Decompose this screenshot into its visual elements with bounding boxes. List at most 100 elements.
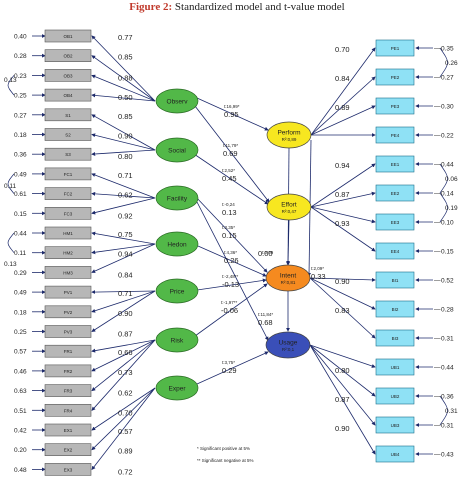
- error-value: 0.40: [14, 34, 27, 41]
- t-value: t:-1,97**: [221, 300, 238, 305]
- construct-label: Observ: [167, 99, 189, 106]
- footnote-negative: ** Significant negative at 5%: [197, 458, 254, 463]
- loading-arrow: [91, 231, 156, 245]
- indicator-box-fc1: [44, 167, 92, 181]
- loading-value: 0.87: [335, 395, 350, 404]
- error-dash: —: [434, 423, 441, 430]
- indicator-label: PE2: [391, 75, 400, 80]
- construct-label: Facility: [167, 196, 188, 203]
- loading-value: 0.70: [118, 408, 133, 417]
- construct-label: Risk: [171, 338, 184, 345]
- indicator-label: BI1: [392, 278, 399, 283]
- construct-label: Effort: [281, 202, 297, 209]
- loading-value: 0.70: [335, 45, 350, 54]
- error-value: 0.10: [441, 220, 454, 227]
- construct-effort: [266, 193, 312, 221]
- loading-arrow: [91, 339, 156, 353]
- indicator-label: EE3: [391, 220, 400, 225]
- construct-label: Intent: [280, 273, 296, 280]
- loading-arrow: [91, 93, 156, 102]
- indicator-label: BI2: [392, 307, 399, 312]
- loading-value: 0.85: [118, 53, 133, 62]
- loading-arrow: [91, 290, 156, 313]
- loading-value: 0.62: [118, 191, 133, 200]
- loading-value: 0.57: [118, 427, 133, 436]
- error-value: 0.51: [14, 408, 27, 415]
- indicator-label: PE3: [391, 104, 400, 109]
- indicator-label: EX3: [64, 467, 73, 472]
- loading-arrow: [310, 191, 376, 208]
- indicator-box-ob4: [44, 88, 92, 102]
- loading-value: 0.83: [335, 306, 350, 315]
- construct-social: [155, 137, 199, 163]
- construct-hedon: [155, 231, 199, 257]
- t-value: t:16,99*: [224, 104, 240, 109]
- indicator-label: PE4: [391, 133, 400, 138]
- path-coefficient: 0.29: [222, 366, 237, 375]
- indicator-label: PV2: [64, 310, 73, 315]
- loading-arrow: [310, 76, 376, 136]
- covariance-arc: [7, 75, 15, 96]
- indicator-label: OB3: [63, 73, 73, 78]
- covariance-value: 0.11: [4, 183, 17, 190]
- indicator-box-ob2: [44, 49, 92, 63]
- indicator-box-bi3: [375, 329, 415, 347]
- loading-arrow: [91, 339, 156, 411]
- error-value: 0.28: [14, 53, 27, 60]
- loading-value: 0.87: [335, 190, 350, 199]
- indicator-label: FC1: [64, 172, 73, 177]
- covariance-value: 0.31: [445, 408, 458, 415]
- path-coefficient: 0.95: [224, 110, 239, 119]
- indicator-label: FC3: [64, 211, 73, 216]
- indicator-label: PV1: [64, 290, 73, 295]
- indicator-label: FR3: [64, 389, 73, 394]
- loading-arrow: [310, 105, 376, 136]
- loading-value: 0.80: [118, 152, 133, 161]
- error-dash: —: [434, 452, 441, 459]
- error-dash: —: [434, 307, 441, 314]
- construct-label: Hedon: [167, 242, 187, 249]
- error-value: 0.63: [14, 388, 27, 395]
- error-dash: —: [434, 104, 441, 111]
- error-value: 0.18: [14, 132, 27, 139]
- loading-arrow: [91, 243, 156, 255]
- loading-value: 0.90: [118, 132, 133, 141]
- indicator-label: OB2: [63, 54, 73, 59]
- loading-value: 0.71: [118, 171, 133, 180]
- construct-label: Price: [170, 289, 185, 296]
- indicator-box-ee4: [375, 242, 415, 260]
- t-value: t:-2,48**: [222, 274, 239, 279]
- figure-number: Figure 2:: [129, 1, 173, 13]
- loading-value: 0.80: [335, 366, 350, 375]
- indicator-box-pe4: [375, 126, 415, 144]
- construct-observ: [155, 88, 199, 114]
- indicator-box-pe2: [375, 68, 415, 86]
- path-coefficient: 0.68: [258, 318, 273, 327]
- indicator-label: HM2: [63, 251, 73, 256]
- error-value: 0.42: [14, 428, 27, 435]
- error-value: 0.31: [441, 423, 454, 430]
- t-value: t:4,36*: [224, 250, 237, 255]
- indicator-box-ex3: [44, 463, 92, 476]
- loading-arrow: [91, 173, 156, 199]
- loading-value: 0.72: [118, 467, 133, 476]
- indicator-label: S1: [65, 113, 71, 118]
- error-value: 0.20: [14, 447, 27, 454]
- error-value: 0.44: [441, 365, 454, 372]
- error-value: 0.31: [441, 336, 454, 343]
- error-value: 0.49: [14, 171, 27, 178]
- error-value: 0.57: [14, 349, 27, 356]
- indicator-label: S2: [65, 133, 71, 138]
- error-value: 0.27: [14, 112, 27, 119]
- covariance-value: 0.13: [4, 77, 17, 84]
- path-coefficient: 0.26: [224, 256, 239, 265]
- loading-arrow: [309, 344, 376, 426]
- loading-arrow: [310, 206, 376, 224]
- t-value: t:2,52*: [222, 168, 235, 173]
- error-value: 0.52: [441, 278, 454, 285]
- indicator-label: EX2: [64, 448, 73, 453]
- error-value: 0.46: [14, 368, 27, 375]
- loading-value: 0.90: [335, 424, 350, 433]
- loading-value: 0.94: [118, 250, 133, 259]
- loading-value: 0.50: [118, 93, 133, 102]
